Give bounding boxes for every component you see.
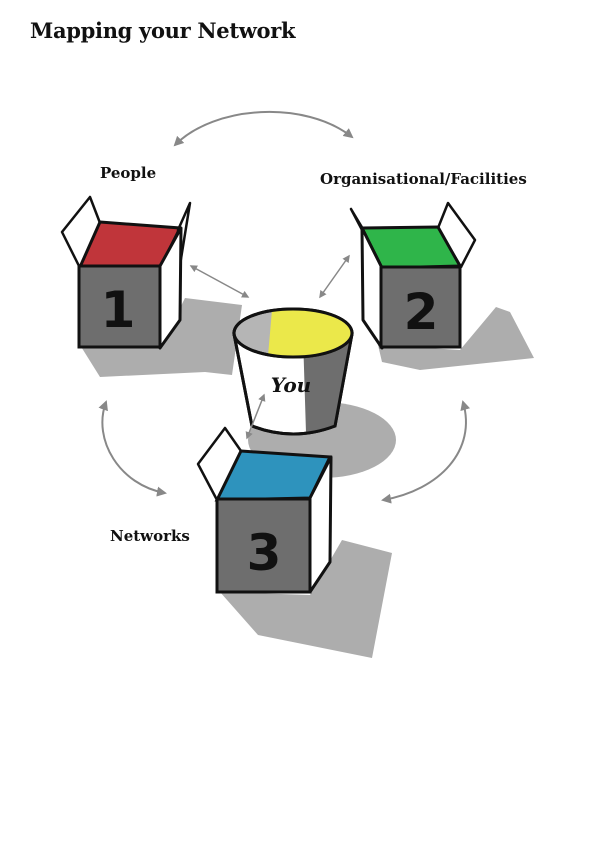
label-organisational-facilities: Organisational/Facilities (320, 170, 527, 188)
box-3-shadow (220, 540, 392, 658)
arrow-people-you (189, 265, 250, 298)
box-3-number: 3 (247, 524, 282, 582)
box-1-number: 1 (101, 281, 136, 339)
you-label: You (271, 373, 311, 397)
page-title: Mapping your Network (30, 18, 296, 43)
label-networks: Networks (110, 527, 190, 545)
box-3-front (215, 497, 312, 594)
box-2-front (379, 265, 462, 349)
box-1-front (77, 264, 162, 349)
arrow-organisational-you (319, 254, 350, 299)
box-networks: 3 (196, 426, 333, 594)
arrow-you-networks (245, 393, 266, 440)
box-1-shadow (80, 298, 242, 377)
bucket-fill (268, 308, 353, 359)
box-organisational: 2 (349, 201, 477, 350)
bucket-side-shade (303, 334, 352, 433)
box-2-number: 2 (404, 283, 439, 341)
arrow-people-networks (98, 400, 167, 497)
arrows (98, 110, 471, 504)
you-bucket: You (232, 307, 354, 440)
box-people: 1 (60, 195, 192, 350)
box-2-shadow (378, 307, 534, 370)
arrow-people-organisational (173, 110, 354, 147)
arrow-organisational-networks (381, 400, 471, 504)
label-people: People (100, 164, 156, 182)
